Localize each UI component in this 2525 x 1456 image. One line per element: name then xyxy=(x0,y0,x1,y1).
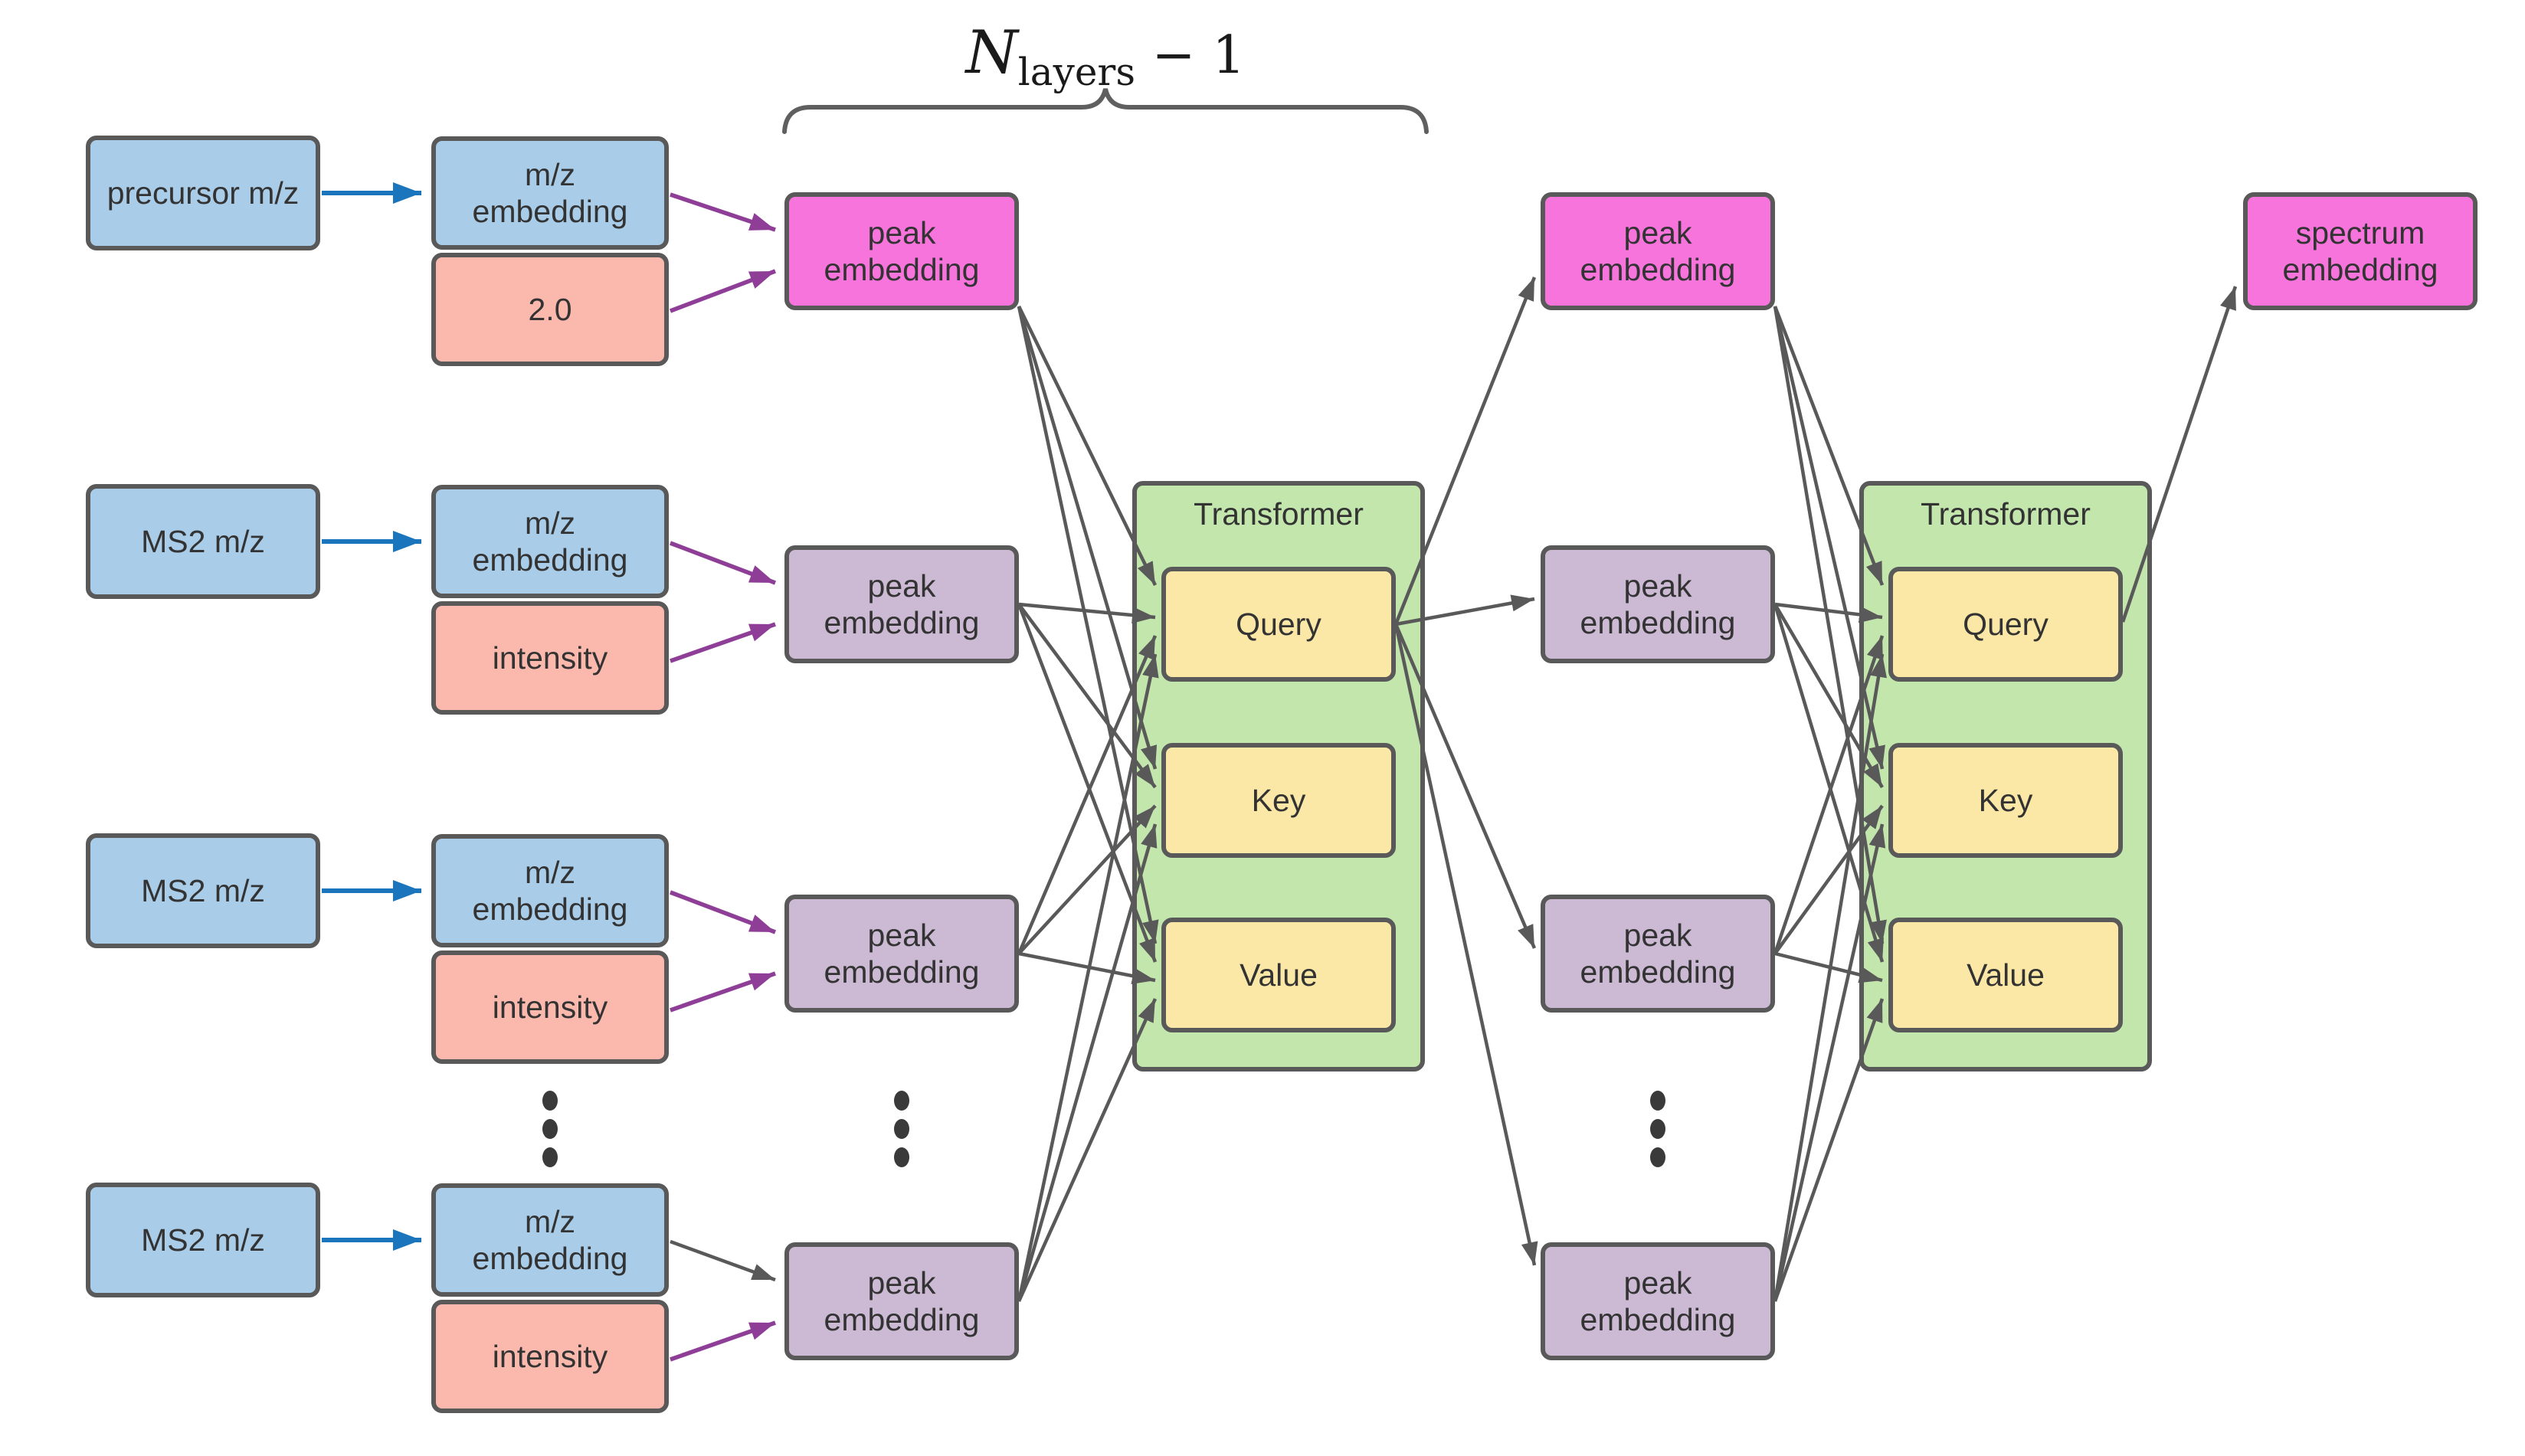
nlayers-brace xyxy=(782,88,1429,134)
intensity-label: intensity xyxy=(492,989,608,1025)
intensity-label: intensity xyxy=(492,1338,608,1374)
transformer1-title: Transformer xyxy=(1194,496,1364,532)
gray-row4-arrow xyxy=(670,1239,776,1282)
purple-arrows xyxy=(670,192,776,1362)
peak-embedding-l2-2: peak embedding xyxy=(1541,545,1775,663)
mz-embedding-box-3: m/z embedding xyxy=(431,834,669,947)
key-label: Key xyxy=(1978,782,2033,818)
peak-embedding-l2-4: peak embedding xyxy=(1541,1242,1775,1360)
query-label: Query xyxy=(1236,606,1321,642)
peak-embedding-label: peak embedding xyxy=(1580,214,1736,287)
nlayers-symbol: N xyxy=(965,18,1018,87)
value-label: Value xyxy=(1240,957,1318,993)
transformer2-key-box: Key xyxy=(1888,743,2123,858)
spectrum-embedding-box: spectrum embedding xyxy=(2243,192,2478,310)
mz-embedding-label: m/z embedding xyxy=(472,854,628,927)
input-box-ms2-mz-1: MS2 m/z xyxy=(86,484,320,599)
input-label: MS2 m/z xyxy=(141,523,265,559)
key-label: Key xyxy=(1251,782,1306,818)
input-label: MS2 m/z xyxy=(141,872,265,908)
peak-embedding-label: peak embedding xyxy=(824,568,980,640)
input-label: MS2 m/z xyxy=(141,1222,265,1258)
mz-embedding-label: m/z embedding xyxy=(472,1203,628,1276)
transformer2-value-box: Value xyxy=(1888,918,2123,1032)
peak-embedding-label: peak embedding xyxy=(824,214,980,287)
mz-embedding-label: m/z embedding xyxy=(472,156,628,229)
intensity-box-3: intensity xyxy=(431,1300,669,1413)
transformer1-key-box: Key xyxy=(1161,743,1396,858)
transformer1-query-box: Query xyxy=(1161,567,1396,682)
value-label: Value xyxy=(1967,957,2045,993)
scalar-box-charge: 2.0 xyxy=(431,253,669,366)
nlayers-subscript: layers xyxy=(1017,50,1135,94)
input-box-ms2-mz-2: MS2 m/z xyxy=(86,833,320,948)
mz-embedding-box-1: m/z embedding xyxy=(431,136,669,250)
transformer1-value-box: Value xyxy=(1161,918,1396,1032)
peak-embedding-l2-3: peak embedding xyxy=(1541,895,1775,1013)
peak-embedding-l2-precursor: peak embedding xyxy=(1541,192,1775,310)
peak-embedding-l1-3: peak embedding xyxy=(784,895,1019,1013)
peak-embedding-l1-2: peak embedding xyxy=(784,545,1019,663)
ellipsis-dots-col3 xyxy=(894,1091,909,1167)
peak-embedding-label: peak embedding xyxy=(824,917,980,990)
input-box-precursor-mz: precursor m/z xyxy=(86,136,320,250)
spectrum-embedding-label: spectrum embedding xyxy=(2282,214,2438,287)
nlayers-suffix: − 1 xyxy=(1135,25,1246,86)
scalar-label: 2.0 xyxy=(528,291,572,327)
mz-embedding-label: m/z embedding xyxy=(472,505,628,577)
intensity-label: intensity xyxy=(492,640,608,676)
blue-arrows xyxy=(322,182,421,1251)
peak-embedding-label: peak embedding xyxy=(1580,1265,1736,1337)
intensity-box-2: intensity xyxy=(431,950,669,1064)
query-label: Query xyxy=(1963,606,2048,642)
ellipsis-dots-col5 xyxy=(1650,1091,1665,1167)
peak-embedding-label: peak embedding xyxy=(1580,568,1736,640)
input-box-ms2-mz-3: MS2 m/z xyxy=(86,1183,320,1297)
transformer2-title: Transformer xyxy=(1921,496,2091,532)
mz-embedding-box-4: m/z embedding xyxy=(431,1183,669,1297)
input-label: precursor m/z xyxy=(106,175,300,211)
peak-embedding-l1-4: peak embedding xyxy=(784,1242,1019,1360)
transformer2-query-box: Query xyxy=(1888,567,2123,682)
ellipsis-dots-col2 xyxy=(542,1091,558,1167)
mz-embedding-box-2: m/z embedding xyxy=(431,485,669,598)
peak-embedding-l1-precursor: peak embedding xyxy=(784,192,1019,310)
intensity-box-1: intensity xyxy=(431,601,669,715)
peak-embedding-label: peak embedding xyxy=(824,1265,980,1337)
peak-embedding-label: peak embedding xyxy=(1580,917,1736,990)
